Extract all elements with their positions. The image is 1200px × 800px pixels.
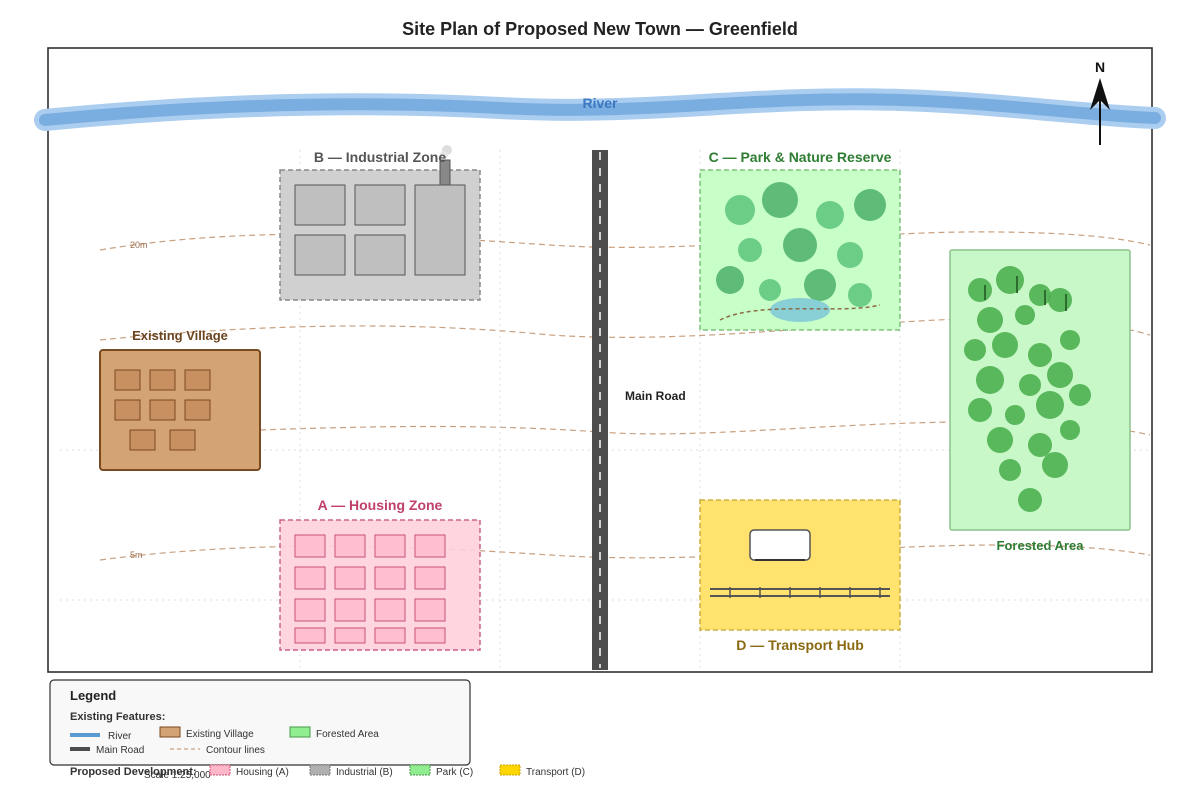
tree: [1005, 405, 1025, 425]
north-arrow: [1090, 78, 1110, 145]
park-zone-label: C — Park & Nature Reserve: [709, 149, 892, 165]
legend-forest-swatch: [289, 726, 311, 738]
village-label: Existing Village: [132, 328, 228, 343]
tree: [977, 307, 1003, 333]
page-title: Site Plan of Proposed New Town — Greenfi…: [402, 19, 798, 39]
legend-existing-heading: Existing Features:: [70, 711, 165, 723]
contour-label-low: 5m: [130, 550, 143, 560]
tree: [1018, 488, 1042, 512]
tree: [987, 427, 1013, 453]
housing-unit: [334, 566, 366, 590]
housing-unit: [414, 598, 446, 622]
legend-forest-label: Forested Area: [316, 729, 379, 740]
tree: [1019, 374, 1041, 396]
legend-housing-swatch: [209, 764, 231, 776]
housing-zone: [279, 519, 481, 651]
housing-unit: [374, 534, 406, 558]
tree: [1069, 384, 1091, 406]
tree: [1048, 288, 1072, 312]
road-label: Main Road: [625, 389, 686, 403]
contour-label-high: 20m: [130, 240, 148, 250]
river: [34, 88, 1166, 131]
legend-scale: Scale 1:25,000: [144, 770, 211, 781]
housing-unit: [414, 534, 446, 558]
legend-park-swatch: [409, 764, 431, 776]
tree: [996, 266, 1024, 294]
legend-river-label: River: [108, 731, 132, 742]
tree: [1060, 330, 1080, 350]
industrial-zone-label: B — Industrial Zone: [314, 149, 446, 165]
housing-unit: [294, 534, 326, 558]
tree: [968, 278, 992, 302]
legend-village-swatch: [159, 726, 181, 738]
tree: [1029, 284, 1051, 306]
tree: [999, 459, 1021, 481]
housing-unit: [334, 627, 366, 644]
tree: [1015, 305, 1035, 325]
legend: Legend Existing Features: River Existing…: [49, 679, 585, 781]
main-road: [592, 150, 608, 670]
housing-unit: [414, 627, 446, 644]
legend-road-label: Main Road: [96, 745, 144, 756]
housing-zone-label: A — Housing Zone: [318, 497, 443, 513]
legend-industrial-label: Industrial (B): [336, 767, 393, 778]
legend-transport-swatch: [499, 764, 521, 776]
housing-unit: [294, 566, 326, 590]
legend-contour-label: Contour lines: [206, 745, 265, 756]
industrial-zone: [279, 145, 481, 301]
tree: [1028, 433, 1052, 457]
legend-housing-label: Housing (A): [236, 767, 289, 778]
housing-unit: [414, 566, 446, 590]
housing-unit: [334, 598, 366, 622]
tree: [1028, 343, 1052, 367]
housing-unit: [334, 534, 366, 558]
legend-park-label: Park (C): [436, 767, 473, 778]
forested-area: [949, 249, 1131, 531]
legend-proposed-heading: Proposed Development:: [70, 766, 197, 778]
housing-unit: [374, 627, 406, 644]
tree: [1042, 452, 1068, 478]
tree: [1060, 420, 1080, 440]
housing-unit: [374, 598, 406, 622]
forest-label: Forested Area: [997, 538, 1085, 553]
tree: [968, 398, 992, 422]
legend-transport-label: Transport (D): [526, 767, 585, 778]
tree: [1036, 391, 1064, 419]
north-label: N: [1095, 59, 1105, 75]
tree: [976, 366, 1004, 394]
transport-hub-label: D — Transport Hub: [736, 637, 864, 653]
legend-industrial-swatch: [309, 764, 331, 776]
tree: [964, 339, 986, 361]
tree: [992, 332, 1018, 358]
housing-unit: [294, 627, 326, 644]
legend-village-label: Existing Village: [186, 729, 254, 740]
tree: [1047, 362, 1073, 388]
existing-village: [99, 349, 261, 471]
park-zone: [699, 169, 901, 331]
legend-title: Legend: [70, 688, 116, 703]
housing-unit: [294, 598, 326, 622]
transport-hub: [699, 499, 901, 631]
housing-unit: [374, 566, 406, 590]
river-label: River: [582, 95, 618, 111]
